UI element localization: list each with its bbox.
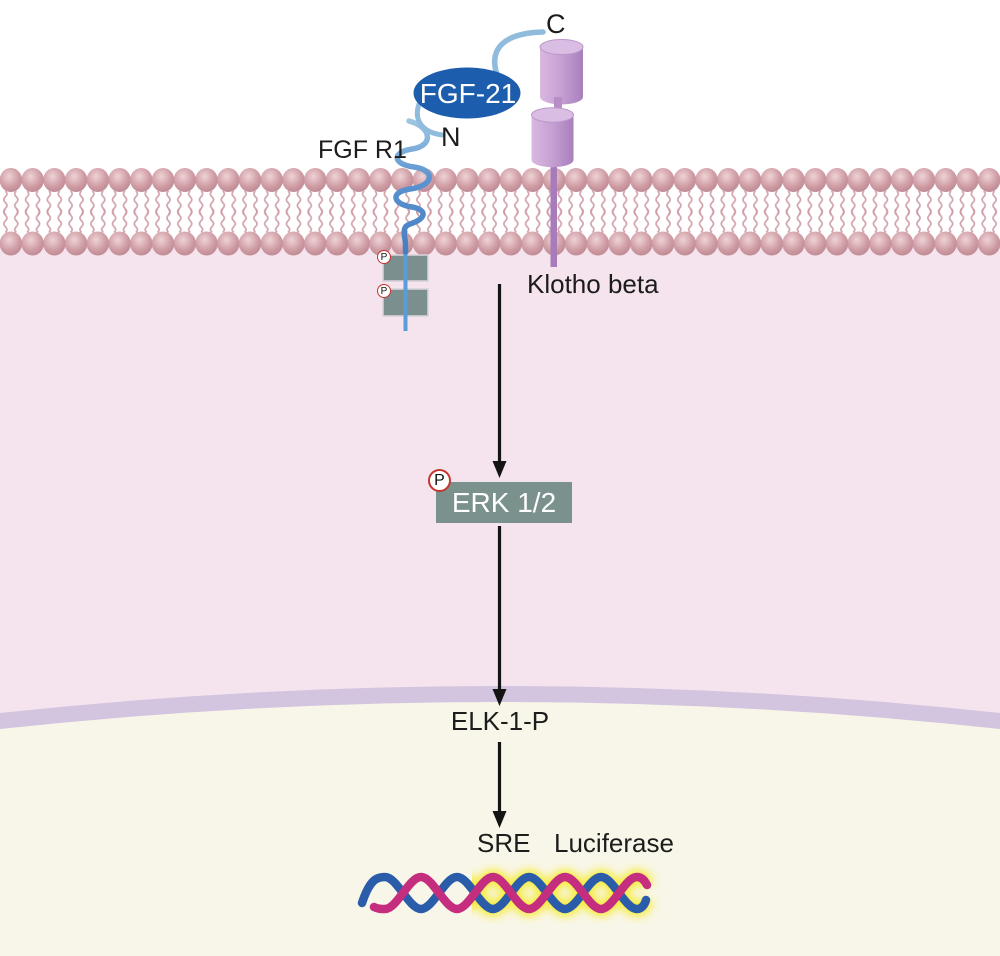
phospho-badge-icon: P	[428, 469, 451, 492]
fgfr1-shape	[382, 118, 432, 331]
nucleus-region	[0, 702, 1000, 956]
n-terminus-label: N	[441, 122, 461, 152]
klotho-lower-cylinder-cap	[531, 107, 574, 123]
elk1p-label: ELK-1-P	[450, 706, 550, 736]
plasma-membrane	[0, 168, 1000, 256]
c-terminus-tail	[492, 29, 546, 78]
arrowhead-3	[492, 811, 507, 828]
fgf21-label: FGF-21	[419, 78, 517, 109]
signal-arrows	[492, 284, 507, 828]
fgfr1-label: FGF R1	[318, 136, 407, 164]
erk-label: ERK 1/2	[451, 486, 557, 518]
arrowhead-2	[492, 689, 507, 706]
klotho-upper-cylinder	[540, 47, 583, 97]
n-terminus-tail	[415, 101, 446, 138]
receptor-transmembrane-helix	[393, 118, 432, 255]
klotho-upper-cylinder-cap	[539, 39, 584, 55]
klotho-lower-cylinder-bottom	[531, 152, 574, 168]
arrowhead-1	[492, 461, 507, 478]
klotho-stem	[550, 164, 557, 267]
phospho-badge-icon: P	[377, 284, 391, 298]
c-terminus-label: C	[546, 9, 566, 39]
phospho-badge-icon: P	[377, 250, 391, 264]
klotho-beta-label: Klotho beta	[527, 269, 659, 299]
fgf21-shape	[413, 29, 546, 138]
klotho-beta-shape	[531, 39, 584, 267]
erk-box	[436, 482, 572, 523]
sre-label: SRE	[477, 828, 531, 858]
klotho-linker	[554, 97, 562, 115]
fgf21-ellipse	[413, 67, 521, 119]
luciferase-label: Luciferase	[554, 828, 674, 858]
